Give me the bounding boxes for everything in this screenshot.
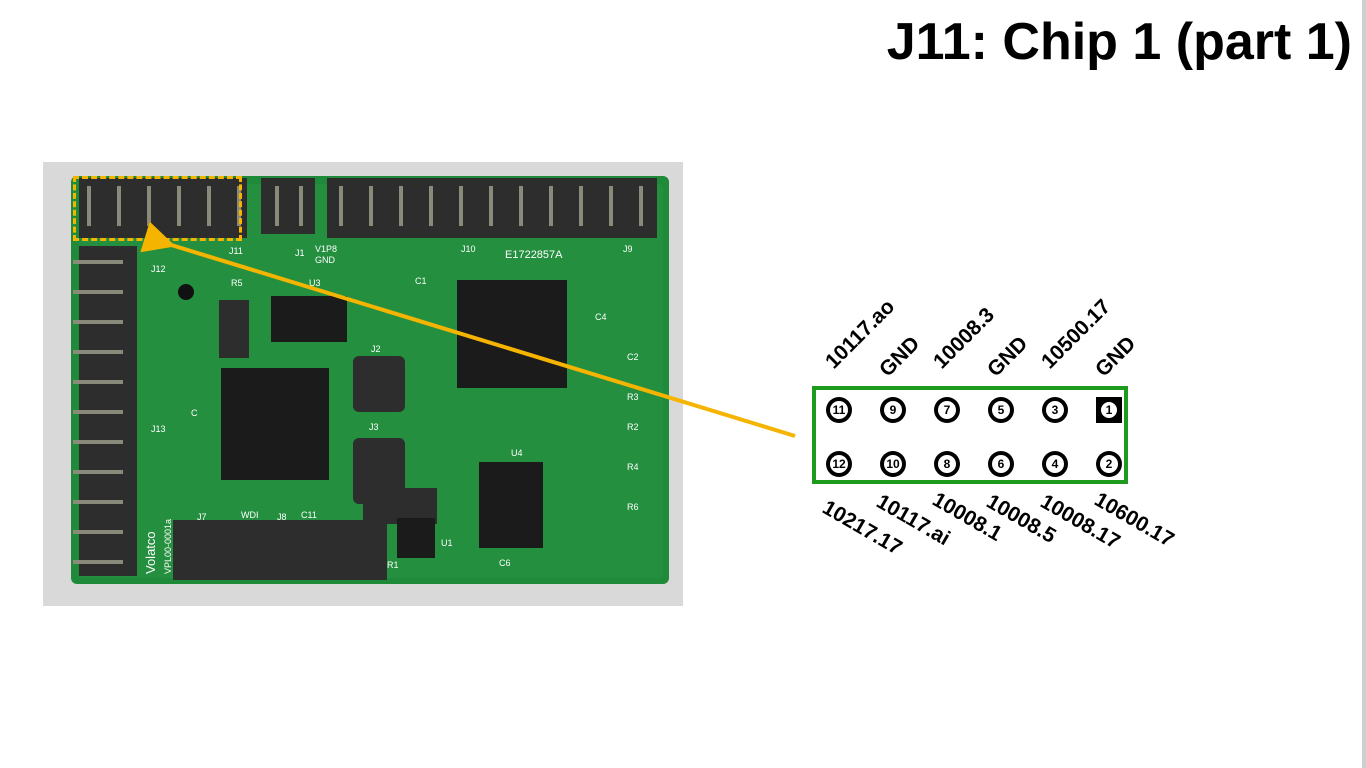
label-r6: R6 (627, 502, 639, 512)
label-c11: C11 (301, 510, 317, 520)
pin-6: 6 (988, 451, 1014, 477)
pin-1: 1 (1096, 397, 1122, 423)
label-j1: J1 (295, 248, 305, 258)
pin-label-1: GND (1091, 332, 1141, 382)
label-j11: J11 (229, 246, 243, 256)
slide-edge (1362, 0, 1366, 768)
top-pin-highlights (87, 186, 643, 226)
label-j8: J8 (277, 512, 287, 522)
header-j3 (353, 438, 405, 504)
pin-2: 2 (1096, 451, 1122, 477)
label-r4: R4 (627, 462, 639, 472)
pin-3: 3 (1042, 397, 1068, 423)
label-part: VPL00-0001a (163, 519, 173, 574)
label-j9: J9 (623, 244, 633, 254)
header-bottom (173, 520, 387, 580)
label-c1: C1 (415, 276, 427, 286)
pin-header-diagram: 11 9 7 5 3 1 12 10 8 6 4 2 (812, 386, 1128, 484)
label-c: C (191, 408, 198, 418)
chip-left (221, 368, 329, 480)
j11-highlight-box (73, 176, 242, 241)
left-pin-highlights (73, 260, 123, 564)
pin-7: 7 (934, 397, 960, 423)
label-j3: J3 (369, 422, 379, 432)
label-c2: C2 (627, 352, 639, 362)
label-r5: R5 (231, 278, 243, 288)
pin-5: 5 (988, 397, 1014, 423)
label-serial: E1722857A (505, 249, 563, 261)
label-u3: U3 (309, 278, 321, 288)
label-j13: J13 (151, 424, 166, 434)
label-r1: R1 (387, 560, 399, 570)
label-j2: J2 (371, 344, 381, 354)
slide-title: J11: Chip 1 (part 1) (886, 13, 1352, 71)
label-v1p8: V1P8 (315, 244, 337, 254)
label-r3: R3 (627, 392, 639, 402)
label-j7: J7 (197, 512, 207, 522)
pin-12: 12 (826, 451, 852, 477)
label-u4: U4 (511, 448, 523, 458)
pin-9: 9 (880, 397, 906, 423)
chip-u3 (271, 296, 347, 342)
pin-8: 8 (934, 451, 960, 477)
label-u1: U1 (441, 538, 453, 548)
pin-11: 11 (826, 397, 852, 423)
header-r5 (219, 300, 249, 358)
chip-u4 (479, 462, 543, 548)
label-c6: C6 (499, 558, 511, 568)
label-brand: Volatco (143, 531, 158, 574)
mounting-hole (178, 284, 194, 300)
label-gnd: GND (315, 255, 336, 265)
pin-label-9: GND (875, 332, 925, 382)
chip-u1 (397, 518, 435, 558)
pin-label-5: GND (983, 332, 1033, 382)
label-wdi: WDI (241, 510, 259, 520)
pin-10: 10 (880, 451, 906, 477)
chip-right (457, 280, 567, 388)
pin-4: 4 (1042, 451, 1068, 477)
label-j10: J10 (461, 244, 476, 254)
label-r2: R2 (627, 422, 639, 432)
header-j2 (353, 356, 405, 412)
label-j12: J12 (151, 264, 166, 274)
label-c4: C4 (595, 312, 607, 322)
